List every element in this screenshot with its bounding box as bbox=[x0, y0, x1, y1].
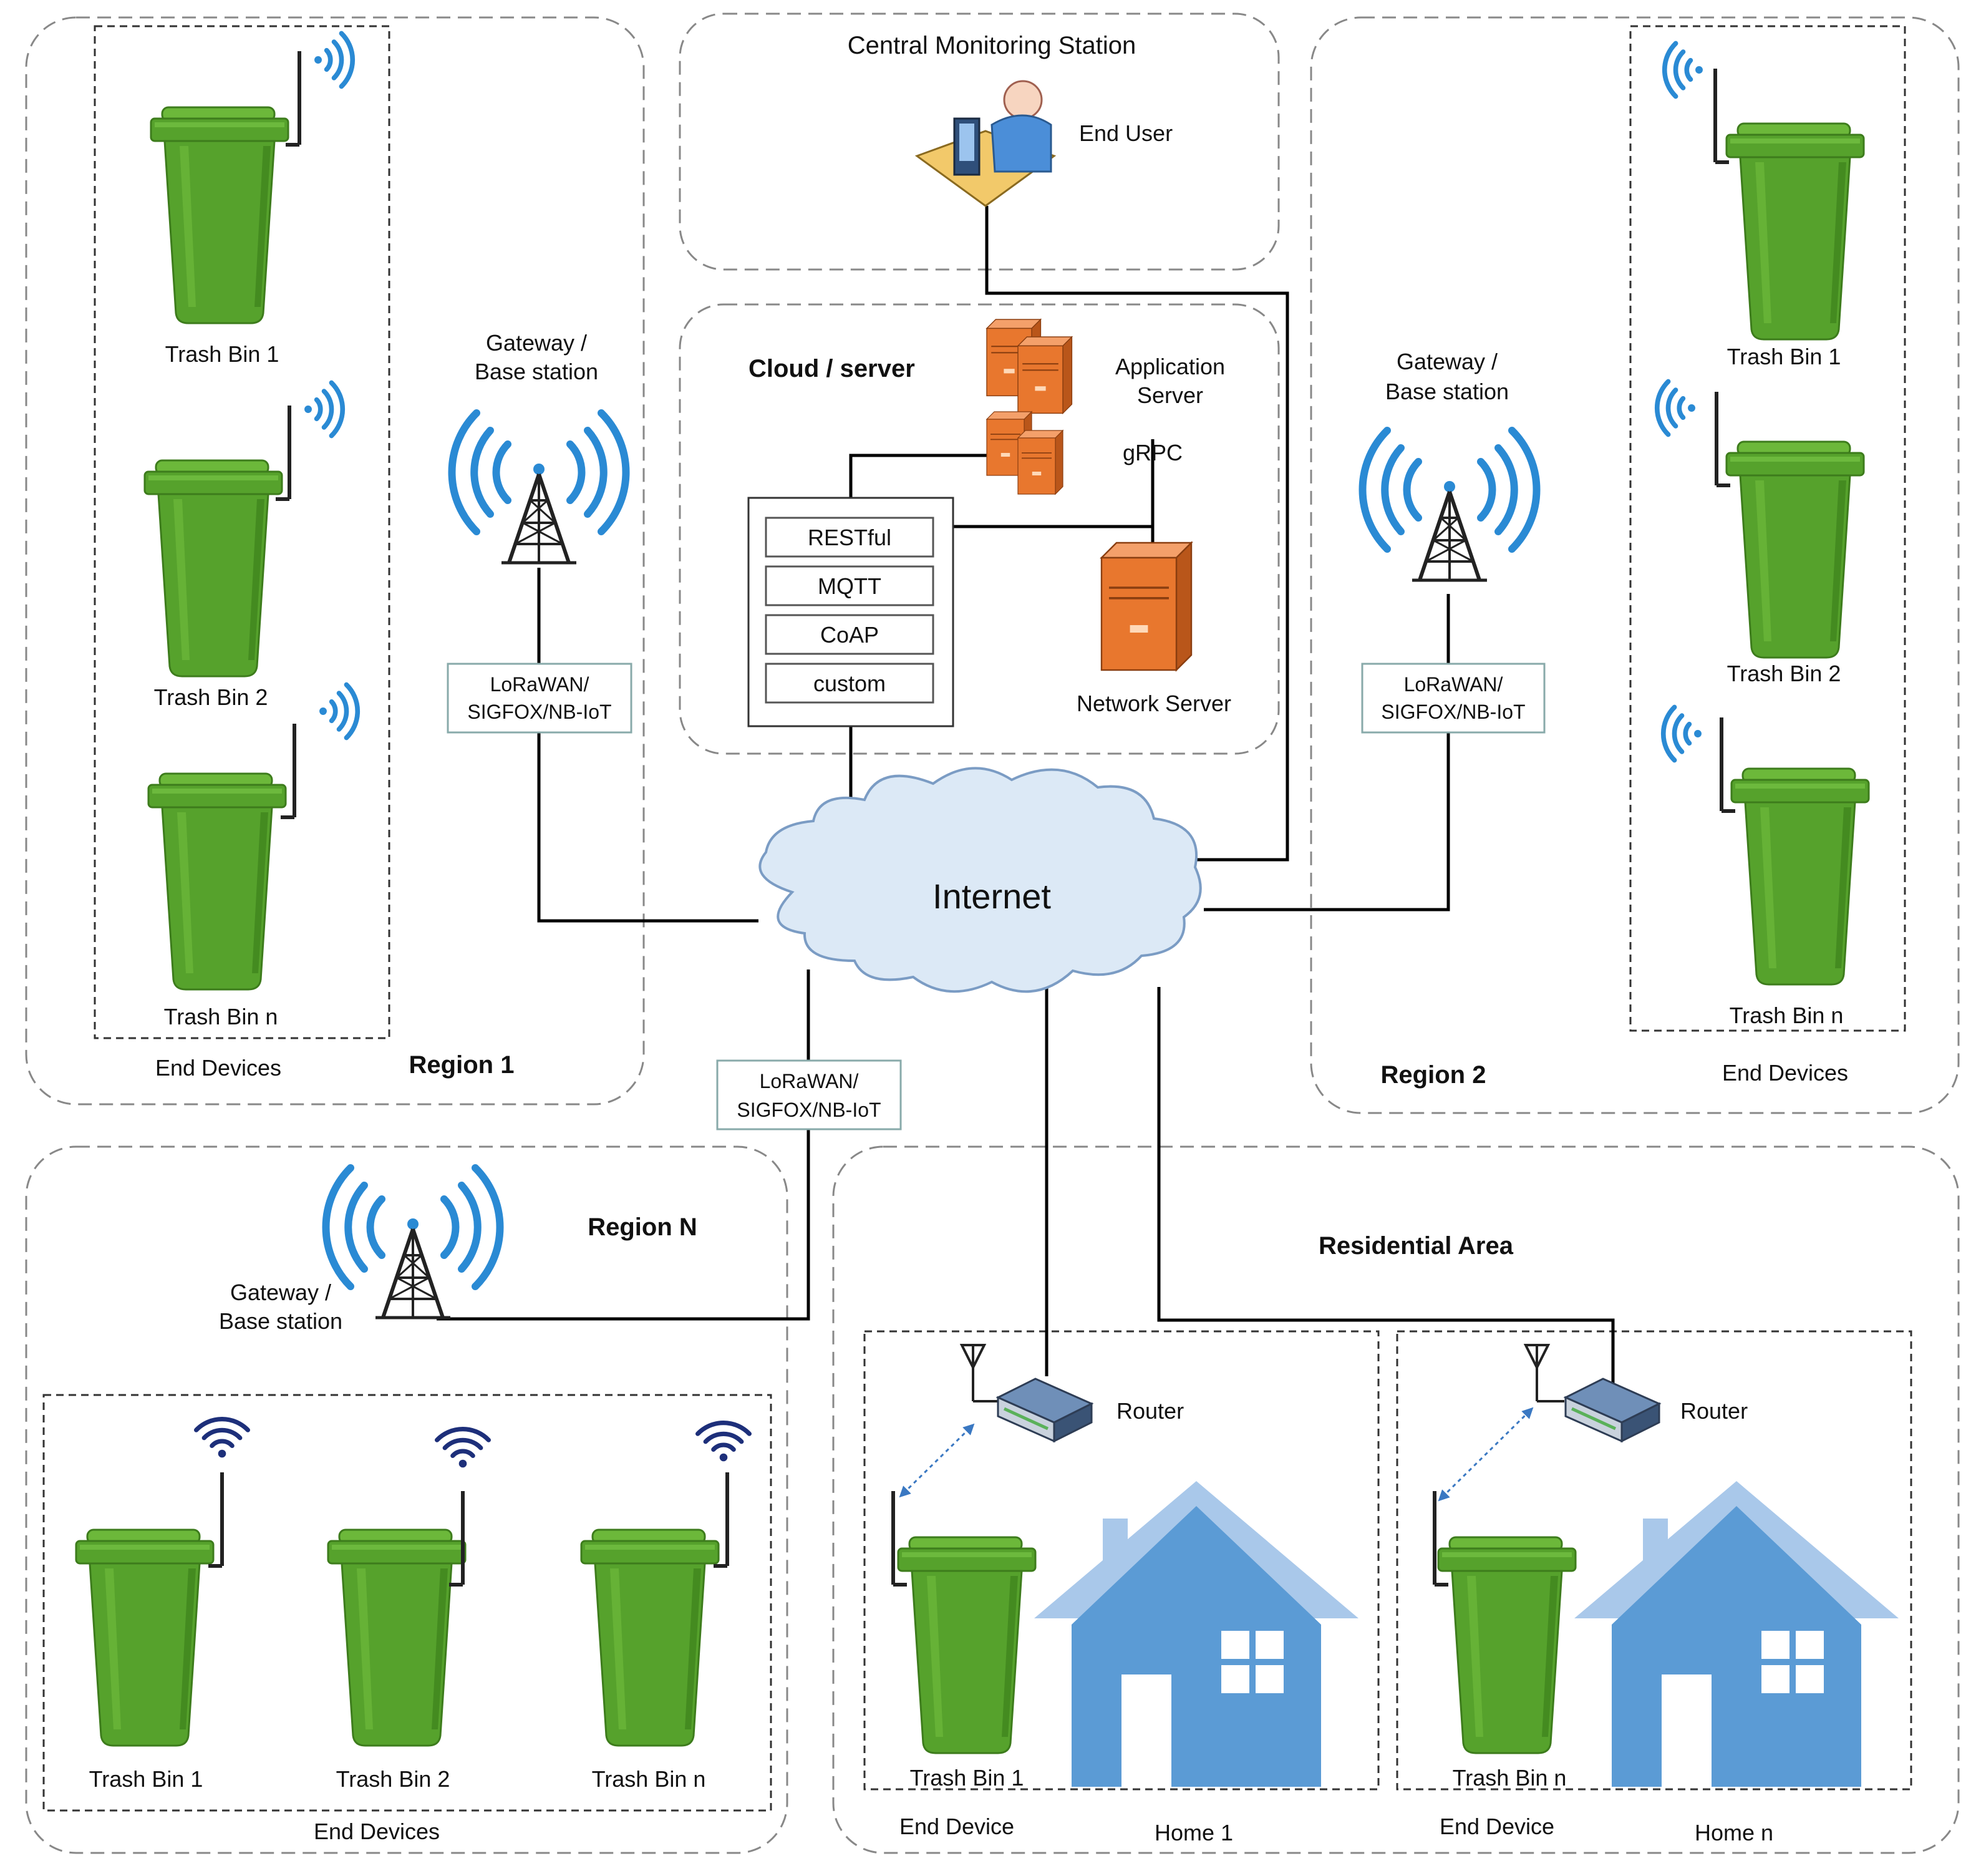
grpc-label: gRPC bbox=[1123, 440, 1183, 465]
regionN-bin-label-n: Trash Bin n bbox=[592, 1766, 706, 1792]
region2-devices-box bbox=[1629, 25, 1906, 1032]
cloud-title: Cloud / server bbox=[748, 355, 915, 382]
region1-bin-n bbox=[147, 685, 357, 991]
end-user-icon bbox=[914, 80, 1057, 207]
region2-bin-n bbox=[1664, 707, 1870, 986]
homen-bin-label: Trash Bin n bbox=[1453, 1765, 1567, 1791]
home1-house-icon bbox=[1034, 1481, 1358, 1787]
region2-end-devices: End Devices bbox=[1722, 1060, 1848, 1086]
central-title: Central Monitoring Station bbox=[848, 32, 1136, 59]
regionN-bin-n bbox=[580, 1423, 749, 1747]
line-homen bbox=[1157, 987, 1615, 1385]
region1-bin-label-1: Trash Bin 1 bbox=[165, 341, 279, 367]
region2-gateway-icon bbox=[1363, 430, 1537, 580]
region2-link-label-1: LoRaWAN/ bbox=[1404, 673, 1503, 696]
homen-house-icon bbox=[1574, 1481, 1899, 1787]
protocol-custom: custom bbox=[813, 671, 886, 696]
protocol-item bbox=[765, 565, 934, 606]
region2-gateway-label-1: Gateway / bbox=[1397, 349, 1498, 374]
region2-gateway-label-2: Base station bbox=[1385, 379, 1509, 404]
regionN-link-box bbox=[716, 1059, 902, 1130]
regionN-end-devices: End Devices bbox=[314, 1819, 440, 1844]
app-server-label-1: Application bbox=[1115, 354, 1225, 379]
regionN-link-label-1: LoRaWAN/ bbox=[760, 1070, 859, 1092]
region2-link-label-2: SIGFOX/NB-IoT bbox=[1381, 701, 1525, 723]
regionN-link-label-2: SIGFOX/NB-IoT bbox=[737, 1099, 881, 1121]
home1-antenna-icon bbox=[961, 1344, 986, 1402]
internet-cloud bbox=[758, 767, 1202, 993]
protocol-mqtt: MQTT bbox=[818, 573, 881, 599]
region1-link-box bbox=[447, 663, 632, 734]
homen-bin bbox=[1435, 1491, 1577, 1754]
region1-link-label-2: SIGFOX/NB-IoT bbox=[467, 701, 611, 723]
application-server-icon bbox=[986, 318, 1073, 495]
home1-box bbox=[863, 1330, 1380, 1791]
home1-router-icon bbox=[998, 1379, 1092, 1441]
line-app-proto bbox=[849, 454, 998, 499]
regionN-bin-label-1: Trash Bin 1 bbox=[89, 1766, 203, 1792]
homen-box bbox=[1396, 1330, 1912, 1791]
regionN-title: Region N bbox=[588, 1213, 697, 1241]
regionN-gateway-label-1: Gateway / bbox=[230, 1280, 331, 1305]
line-r2-gateway bbox=[1204, 594, 1450, 911]
end-user-label: End User bbox=[1079, 120, 1173, 146]
region2-link-box bbox=[1361, 663, 1546, 734]
protocol-item bbox=[765, 517, 934, 558]
residential-border bbox=[832, 1145, 1960, 1854]
region2-bin-label-n: Trash Bin n bbox=[1730, 1003, 1844, 1028]
region1-gateway-label-2: Base station bbox=[475, 359, 598, 384]
homen-wireless-link bbox=[1438, 1407, 1534, 1502]
region1-bin-label-2: Trash Bin 2 bbox=[154, 684, 268, 710]
home1-bin bbox=[893, 1491, 1037, 1754]
home1-device-label: End Device bbox=[899, 1814, 1014, 1839]
region2-border bbox=[1310, 16, 1960, 1114]
region2-bin-2 bbox=[1657, 382, 1865, 659]
line-user-internet bbox=[985, 206, 1289, 862]
regionN-gateway-icon bbox=[326, 1168, 500, 1318]
region1-bin-2 bbox=[143, 383, 342, 678]
protocol-list: RESTful MQTT CoAP custom bbox=[765, 517, 934, 704]
homen-antenna-icon bbox=[1524, 1344, 1549, 1402]
region1-gateway-icon bbox=[452, 413, 626, 563]
region2-bin-label-2: Trash Bin 2 bbox=[1727, 661, 1841, 686]
region1-link-label-1: LoRaWAN/ bbox=[490, 673, 589, 696]
regionN-border bbox=[25, 1145, 788, 1854]
home1-wireless-link bbox=[899, 1423, 975, 1498]
region1-title: Region 1 bbox=[409, 1051, 515, 1079]
regionN-bin-2 bbox=[327, 1429, 488, 1747]
regionN-bin-label-2: Trash Bin 2 bbox=[336, 1766, 450, 1792]
regionN-gateway-label-2: Base station bbox=[219, 1308, 342, 1334]
region1-gateway-label-1: Gateway / bbox=[486, 330, 587, 356]
protocol-item bbox=[765, 614, 934, 655]
protocol-item bbox=[765, 663, 934, 704]
homen-router-label: Router bbox=[1680, 1398, 1748, 1424]
cloud-border bbox=[679, 303, 1280, 755]
network-server-icon bbox=[1100, 542, 1193, 671]
protocol-coap: CoAP bbox=[820, 622, 879, 648]
regionN-bin-1 bbox=[75, 1419, 248, 1747]
protocol-restful: RESTful bbox=[808, 525, 891, 550]
homen-device-label: End Device bbox=[1440, 1814, 1554, 1839]
regionN-devices-box bbox=[42, 1394, 772, 1812]
home1-router-label: Router bbox=[1116, 1398, 1184, 1424]
home1-bin-label: Trash Bin 1 bbox=[910, 1765, 1024, 1791]
home1-home-label: Home 1 bbox=[1155, 1820, 1233, 1845]
line-r1-gateway bbox=[537, 568, 758, 923]
region1-devices-box bbox=[94, 25, 390, 1039]
region2-bin-1 bbox=[1665, 44, 1865, 341]
internet-label: Internet bbox=[932, 877, 1051, 916]
central-border bbox=[679, 12, 1280, 271]
network-server-label: Network Server bbox=[1077, 691, 1231, 716]
region2-bin-label-1: Trash Bin 1 bbox=[1727, 344, 1841, 369]
region2-title: Region 2 bbox=[1381, 1061, 1486, 1089]
homen-home-label: Home n bbox=[1695, 1820, 1773, 1845]
region1-bin-1 bbox=[150, 34, 352, 324]
region1-end-devices: End Devices bbox=[155, 1055, 281, 1081]
region1-bin-label-n: Trash Bin n bbox=[164, 1004, 278, 1029]
residential-title: Residential Area bbox=[1319, 1232, 1514, 1260]
app-server-label-2: Server bbox=[1137, 382, 1203, 408]
region1-border bbox=[25, 16, 645, 1106]
homen-router-icon bbox=[1566, 1379, 1659, 1441]
